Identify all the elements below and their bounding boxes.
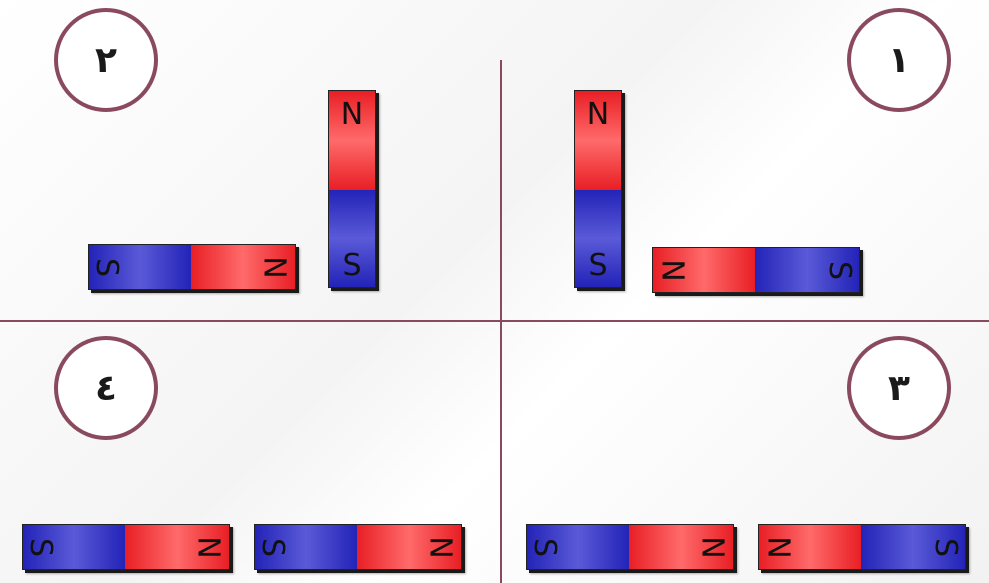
- south-pole: S: [89, 245, 191, 289]
- magnet-q4-left: S N: [22, 524, 230, 570]
- badge-2: ٢: [54, 8, 158, 112]
- magnet-q1-horizontal: N S: [652, 247, 860, 293]
- south-pole: S: [329, 190, 375, 287]
- magnet-q1-vertical: N S: [574, 90, 622, 288]
- horizontal-divider: [0, 320, 989, 322]
- magnet-q3-left: S N: [526, 524, 734, 570]
- badge-1: ١: [847, 8, 951, 112]
- south-pole: S: [23, 525, 125, 569]
- north-pole: N: [759, 525, 861, 569]
- north-pole: N: [191, 245, 295, 289]
- south-pole: S: [861, 525, 965, 569]
- badge-3: ٣: [847, 336, 951, 440]
- south-pole: S: [255, 525, 357, 569]
- magnet-q2-horizontal: S N: [88, 244, 296, 290]
- south-pole: S: [527, 525, 629, 569]
- north-pole: N: [125, 525, 229, 569]
- north-pole: N: [357, 525, 461, 569]
- magnet-q2-vertical: N S: [328, 90, 376, 288]
- south-pole: S: [575, 190, 621, 287]
- north-pole: N: [629, 525, 733, 569]
- north-pole: N: [653, 248, 755, 292]
- south-pole: S: [755, 248, 859, 292]
- magnet-q3-right: N S: [758, 524, 966, 570]
- north-pole: N: [329, 91, 375, 190]
- north-pole: N: [575, 91, 621, 190]
- magnet-q4-right: S N: [254, 524, 462, 570]
- badge-4: ٤: [54, 336, 158, 440]
